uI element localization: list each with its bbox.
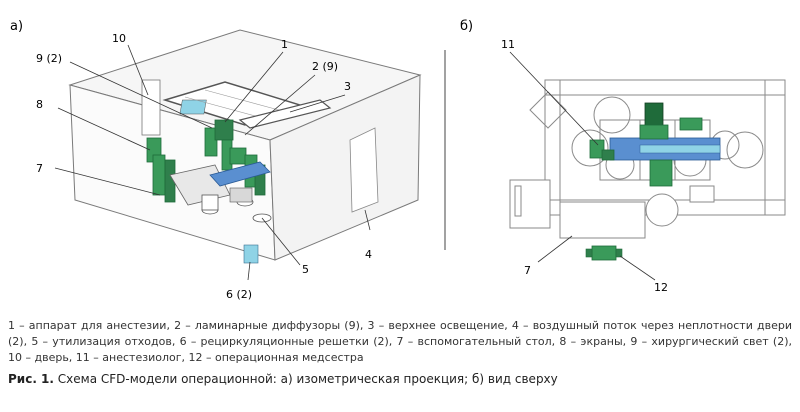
top-view-equipment <box>585 102 721 261</box>
recirculation-grille <box>243 244 259 264</box>
callout-b-12: 12 <box>654 281 668 294</box>
callout-a-8: 8 <box>36 98 43 111</box>
callout-a-6: 6 (2) <box>226 288 252 300</box>
panel-label-a: а) <box>10 19 23 34</box>
callout-a-5: 5 <box>302 263 309 276</box>
callout-a-10: 10 <box>112 32 126 45</box>
callout-a-7: 7 <box>36 162 43 175</box>
top-view-tables <box>509 179 715 239</box>
door <box>141 79 161 136</box>
callout-a-3: 3 <box>344 80 351 93</box>
side-door <box>349 127 379 213</box>
callout-b-11: 11 <box>501 38 515 51</box>
callout-a-1: 1 <box>281 38 288 51</box>
callout-b-7: 7 <box>524 264 531 277</box>
leader-lines-b <box>509 51 656 281</box>
callout-a-2: 2 (9) <box>312 60 338 73</box>
figure-drawing: а) б) <box>10 19 786 300</box>
panel-label-b: б) <box>460 19 473 34</box>
figure-legend: 1 – аппарат для анестезии, 2 – ламинарны… <box>8 319 792 364</box>
callout-a-4: 4 <box>365 248 372 261</box>
figure-caption: Рис. 1. Схема CFD-модели операционной: а… <box>8 372 792 386</box>
caption-text: Схема CFD-модели операционной: а) изомет… <box>53 372 558 386</box>
callout-a-9: 9 (2) <box>36 52 62 65</box>
leader-lines-a <box>54 44 371 281</box>
caption-label: Рис. 1. <box>8 372 54 386</box>
